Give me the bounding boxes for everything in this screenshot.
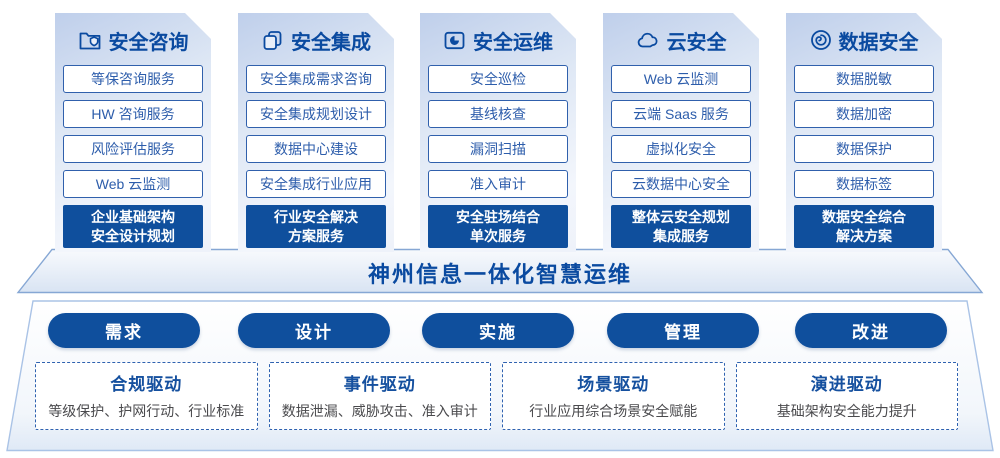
process-pill-requirement: 需求 [48, 313, 200, 348]
service-item: Web 云监测 [611, 65, 751, 93]
driver-row: 合规驱动 等级保护、护网行动、行业标准 事件驱动 数据泄漏、威胁攻击、准入审计 … [35, 362, 958, 430]
process-pill-improve: 改进 [795, 313, 947, 348]
highlight-service: 安全驻场结合 单次服务 [428, 205, 568, 248]
column-data-security: 数据安全 数据脱敏 数据加密 数据保护 数据标签 数据安全综合 解决方案 [786, 13, 942, 252]
service-item: 准入审计 [428, 170, 568, 198]
process-pill-design: 设计 [238, 313, 390, 348]
cloud-icon-wrap: 云安全 [603, 26, 759, 54]
column-title: 安全集成 [291, 31, 371, 54]
service-item: 基线核查 [428, 100, 568, 128]
highlight-service: 行业安全解决 方案服务 [246, 205, 386, 248]
driver-title: 合规驱动 [110, 375, 183, 394]
column-header: 数据安全 [786, 26, 942, 54]
service-item: HW 咨询服务 [63, 100, 203, 128]
service-item: Web 云监测 [63, 170, 203, 198]
column-title: 云安全 [666, 31, 727, 54]
pie-folder-icon [443, 30, 466, 51]
service-item: 云端 Saas 服务 [611, 100, 751, 128]
driver-desc: 数据泄漏、威胁攻击、准入审计 [281, 403, 478, 419]
banner-title: 神州信息一体化智慧运维 [367, 262, 632, 287]
driver-box-evolution: 演进驱动 基础架构安全能力提升 [735, 362, 958, 430]
fingerprint-icon [810, 29, 832, 51]
driver-title: 场景驱动 [577, 375, 650, 394]
service-item: 虚拟化安全 [611, 135, 751, 163]
service-item: 安全集成行业应用 [246, 170, 386, 198]
service-item: 安全集成需求咨询 [246, 65, 386, 93]
service-item: 数据保护 [794, 135, 934, 163]
highlight-service: 数据安全综合 解决方案 [794, 205, 934, 248]
column-title: 安全运维 [473, 31, 553, 54]
service-item: 数据标签 [794, 170, 934, 198]
driver-title: 演进驱动 [810, 375, 883, 394]
column-security-consulting: 安全咨询 等保咨询服务 HW 咨询服务 风险评估服务 Web 云监测 企业基础架… [55, 13, 211, 252]
service-item: 等保咨询服务 [63, 65, 203, 93]
service-item: 数据脱敏 [794, 65, 934, 93]
service-item: 数据中心建设 [246, 135, 386, 163]
driver-title: 事件驱动 [343, 375, 416, 394]
driver-box-compliance: 合规驱动 等级保护、护网行动、行业标准 [35, 362, 258, 430]
highlight-service: 整体云安全规划 集成服务 [611, 205, 751, 248]
column-header: 安全集成 [238, 26, 394, 54]
driver-box-incident: 事件驱动 数据泄漏、威胁攻击、准入审计 [268, 362, 491, 430]
copy-documents-icon [261, 30, 284, 51]
column-header: 安全运维 [420, 26, 576, 54]
process-pill-implement: 实施 [422, 313, 574, 348]
service-item: 漏洞扫描 [428, 135, 568, 163]
process-pill-manage: 管理 [607, 313, 759, 348]
column-header: 安全咨询 [55, 26, 211, 54]
service-item: 云数据中心安全 [611, 170, 751, 198]
driver-box-scenario: 场景驱动 行业应用综合场景安全赋能 [502, 362, 725, 430]
driver-desc: 等级保护、护网行动、行业标准 [48, 403, 245, 419]
column-security-integration: 安全集成 安全集成需求咨询 安全集成规划设计 数据中心建设 安全集成行业应用 行… [238, 13, 394, 252]
column-title: 数据安全 [838, 31, 919, 54]
column-cloud-security: 云安全 Web 云监测 云端 Saas 服务 虚拟化安全 云数据中心安全 整体云… [603, 13, 759, 252]
folder-shield-icon [78, 30, 102, 51]
driver-desc: 行业应用综合场景安全赋能 [529, 403, 698, 419]
service-item: 数据加密 [794, 100, 934, 128]
column-title: 安全咨询 [108, 31, 189, 54]
driver-desc: 基础架构安全能力提升 [776, 403, 917, 419]
service-item: 风险评估服务 [63, 135, 203, 163]
service-item: 安全巡检 [428, 65, 568, 93]
service-item: 安全集成规划设计 [246, 100, 386, 128]
cloud-icon [636, 30, 660, 50]
column-security-operations: 安全运维 安全巡检 基线核查 漏洞扫描 准入审计 安全驻场结合 单次服务 [420, 13, 576, 252]
highlight-service: 企业基础架构 安全设计规划 [63, 205, 203, 248]
